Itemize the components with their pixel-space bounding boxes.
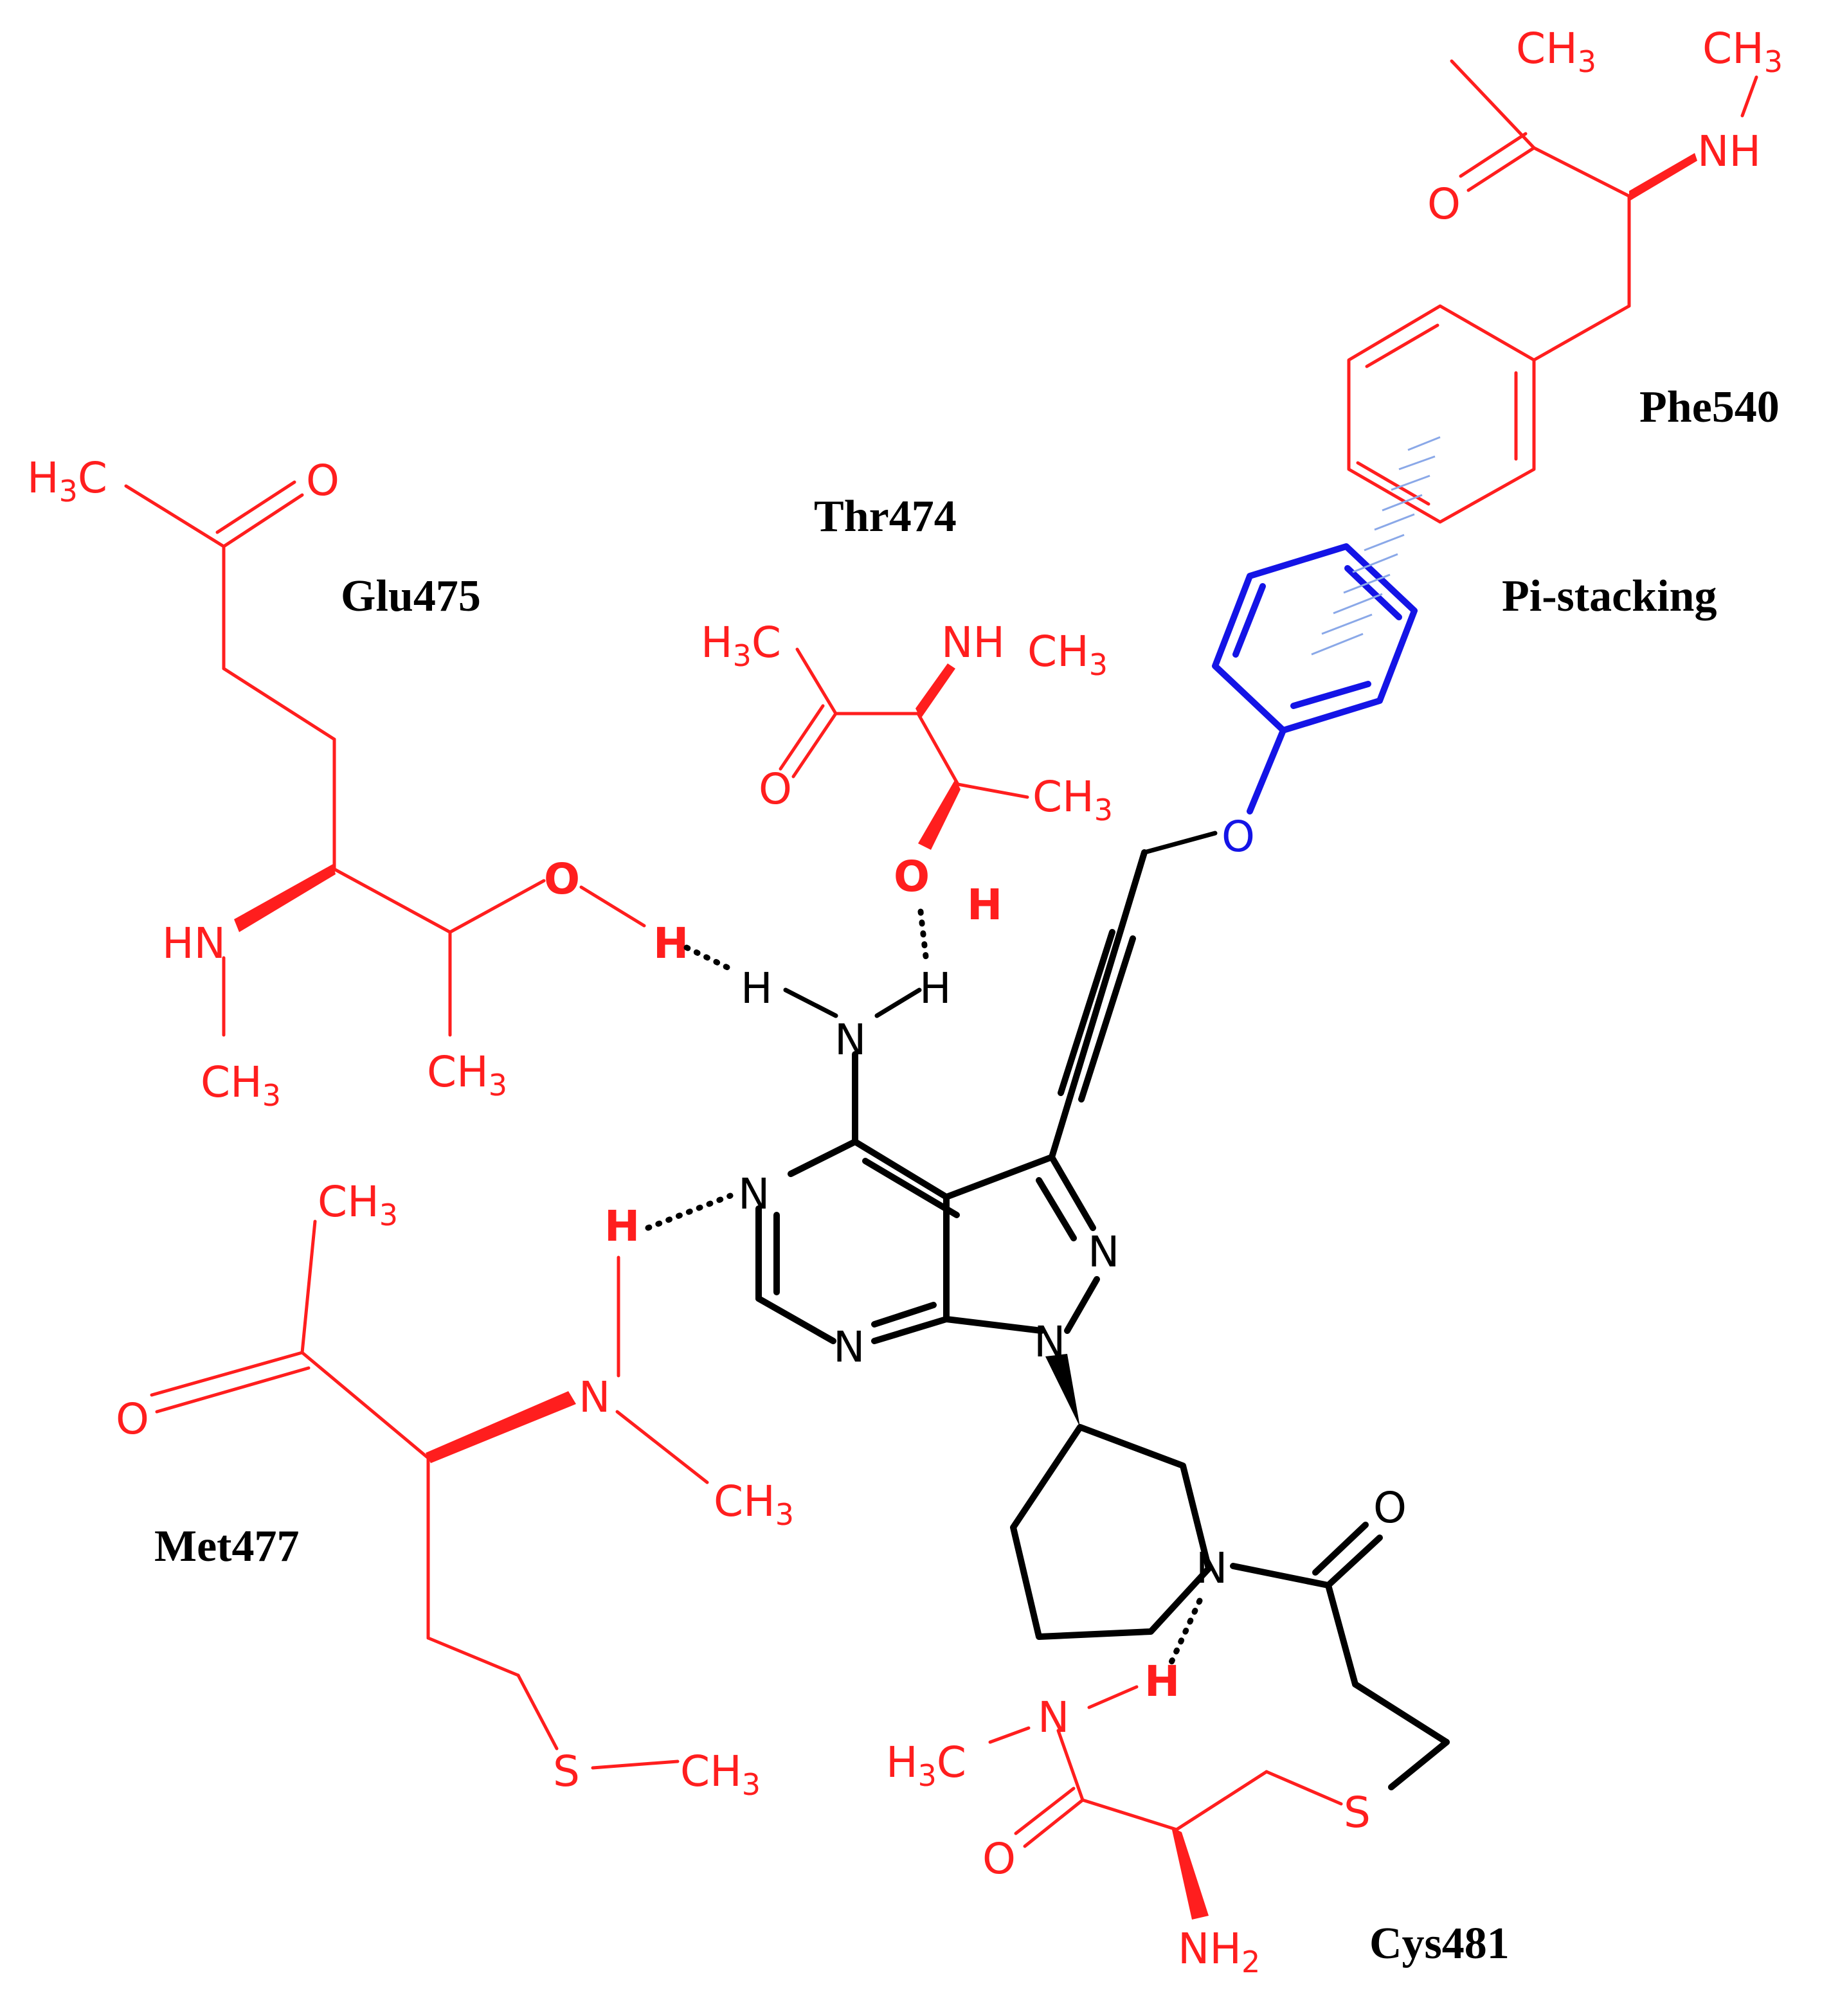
piperidine-n: N (1196, 1544, 1227, 1593)
glu-o: O (306, 456, 339, 505)
pyrazole-n1: N (1034, 1317, 1065, 1367)
met-n: N (579, 1372, 610, 1422)
pi-stacking-label: Pi-stacking (1502, 572, 1717, 621)
cys-h3c: H3C (886, 1738, 966, 1793)
thr-ch3: CH3 (1033, 772, 1113, 827)
met-s: S (553, 1747, 580, 1796)
cys481-label: Cys481 (1369, 1919, 1510, 1968)
phe-nh: NH (1697, 127, 1761, 176)
glu-ch3-right: CH3 (427, 1047, 507, 1102)
met-ch3-top: CH3 (318, 1177, 398, 1232)
ligand-core (755, 849, 1450, 1790)
glu475-label: Glu475 (341, 572, 481, 621)
thr474-label: Thr474 (814, 492, 957, 541)
met-s-ch3: CH3 (680, 1747, 761, 1802)
glu-ch3-left: CH3 (201, 1058, 281, 1113)
cys-h: H (1144, 1657, 1180, 1706)
pyrimidine-n3: N (833, 1322, 865, 1372)
cys-o: O (982, 1834, 1016, 1884)
pyrazole-n2: N (1088, 1227, 1119, 1277)
thr-h3c: H3C (701, 618, 781, 673)
phe540-label: Phe540 (1639, 382, 1780, 432)
cys-nh2: NH2 (1178, 1924, 1260, 1979)
glu-oh-h: H (653, 919, 689, 968)
thr-oh-h: H (967, 880, 1002, 930)
thr-nh-ch3: CH3 (1027, 627, 1108, 682)
met-o: O (116, 1394, 149, 1444)
phe-nh-ch3: CH3 (1702, 24, 1783, 79)
phe-o: O (1427, 179, 1461, 229)
glu-hn: HN (162, 919, 226, 968)
met477-residue (150, 1220, 709, 1770)
thr474-residue (779, 647, 1029, 850)
amine-n: N (834, 1015, 866, 1065)
cys481-residue (988, 1685, 1343, 1920)
hydrogen-bonds (645, 908, 1203, 1668)
acyl-oxygen: O (1373, 1483, 1407, 1533)
met-n-ch3: CH3 (714, 1477, 794, 1532)
met477-label: Met477 (154, 1522, 299, 1571)
met-nh-h: H (604, 1202, 640, 1251)
amine-h2: H (919, 964, 952, 1013)
phenoxy-ring (1142, 543, 1418, 855)
pi-stacking-dashes (1311, 436, 1441, 656)
phe-ch3-top: CH3 (1516, 24, 1596, 79)
thr-nh: NH (941, 618, 1005, 667)
thr-o: O (759, 764, 792, 814)
phe540-residue (1347, 59, 1758, 524)
glu475-residue (124, 480, 646, 1037)
pyrimidine-n1: N (738, 1169, 770, 1219)
cys-s: S (1344, 1788, 1371, 1837)
cys-n: N (1038, 1693, 1069, 1742)
amine-h1: H (741, 964, 773, 1013)
glu-h3c: H3C (27, 453, 107, 509)
ether-oxygen: O (1222, 812, 1255, 861)
thr-oh-o: O (894, 852, 930, 901)
glu-oh-o: O (544, 854, 580, 904)
